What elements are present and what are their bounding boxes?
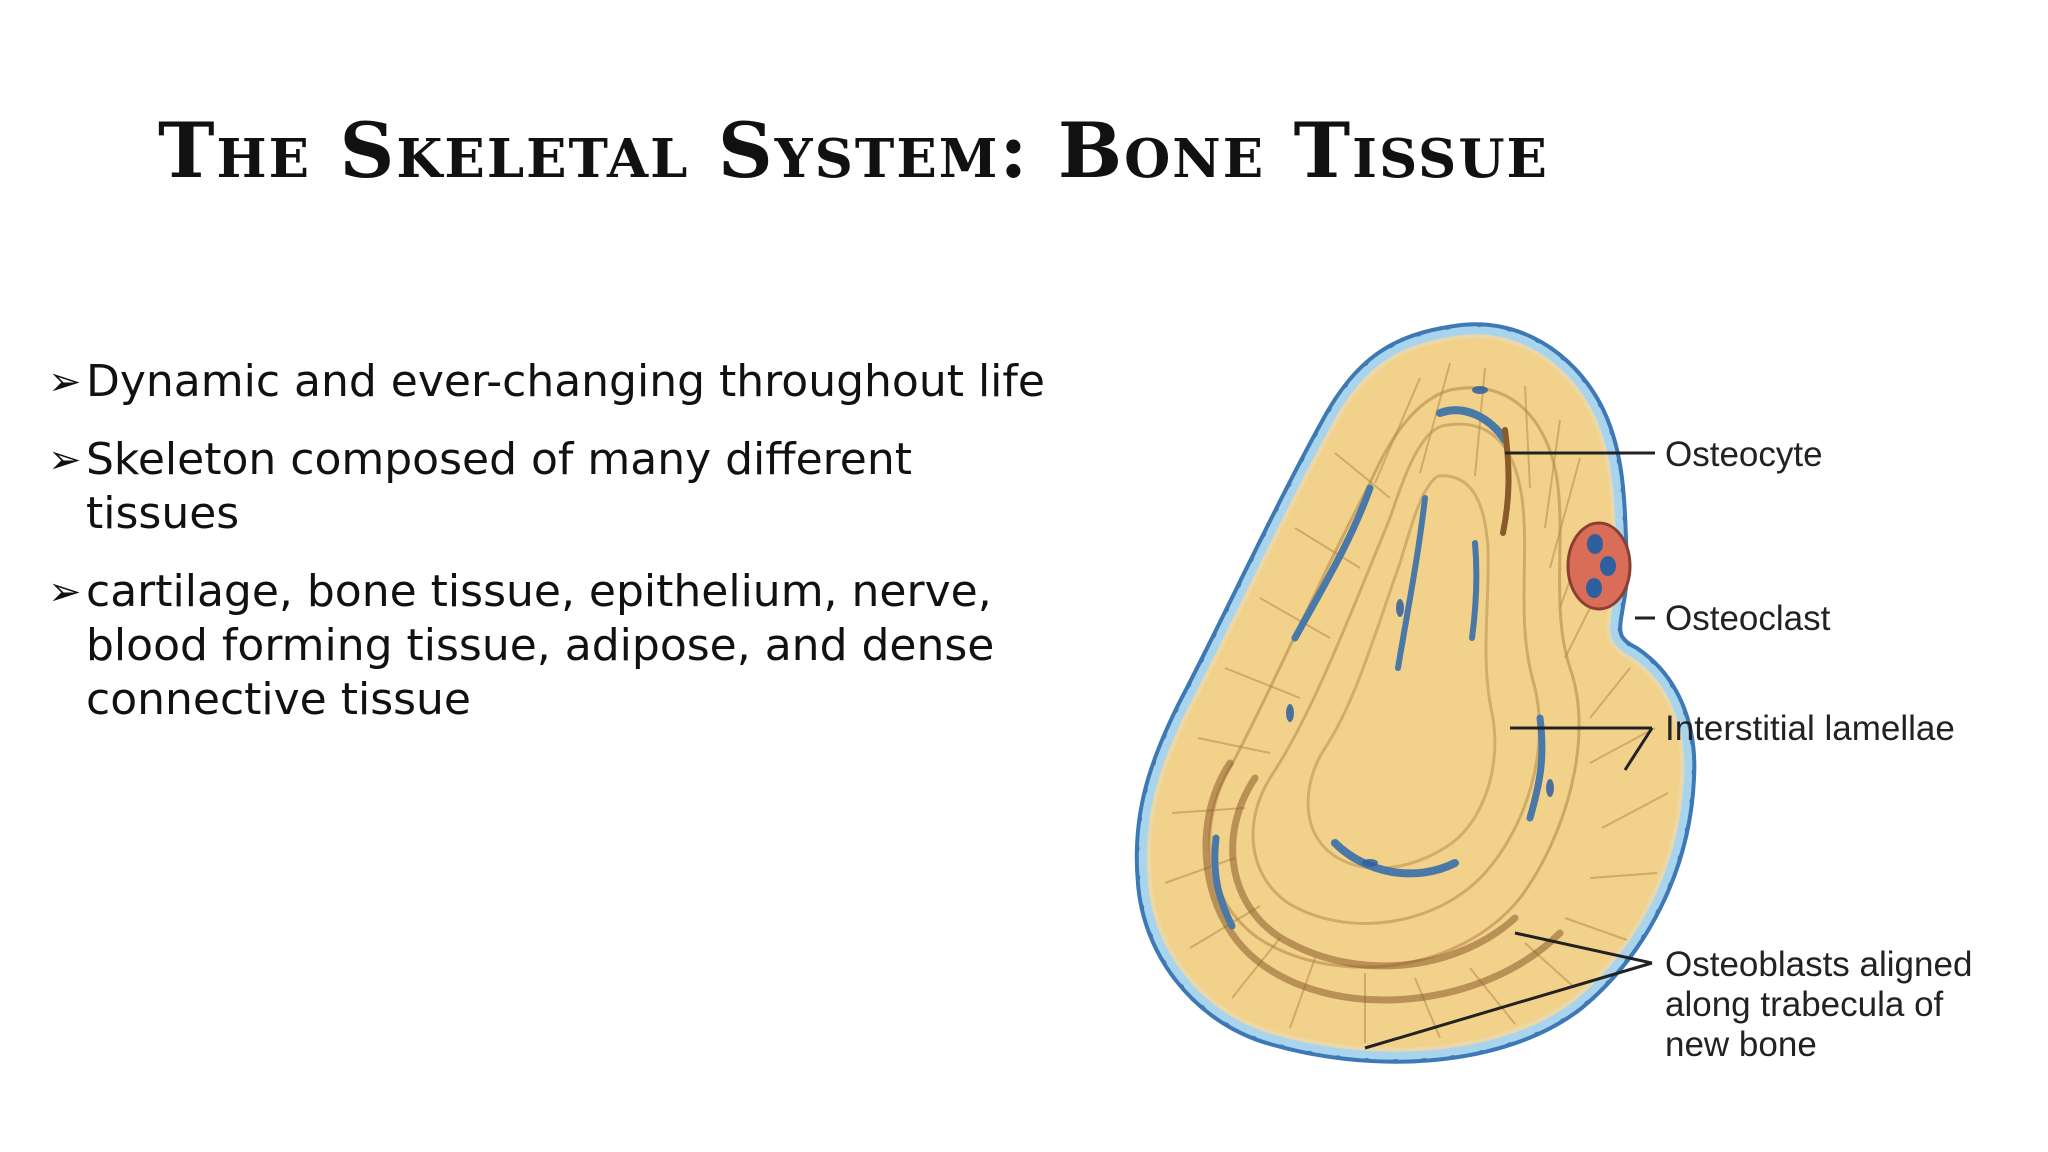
interstitial-lamellae-label: Interstitial lamellae	[1665, 709, 1955, 748]
osteocyte-label: Osteocyte	[1665, 435, 1823, 474]
osteoblasts-label-line-3: new bone	[1665, 1025, 1817, 1064]
right-arrowhead-icon: ➢	[48, 437, 82, 483]
right-arrowhead-icon: ➢	[48, 569, 82, 615]
list-item: ➢ Skeleton composed of many different ti…	[48, 433, 1078, 541]
bullet-list: ➢ Dynamic and ever-changing throughout l…	[48, 355, 1078, 725]
list-item: ➢ Dynamic and ever-changing throughout l…	[48, 355, 1078, 409]
osteoblasts-label-line-1: Osteoblasts aligned	[1665, 945, 1972, 984]
list-item: ➢ cartilage, bone tissue, epithelium, ne…	[48, 565, 1078, 727]
diagram-leader-lines	[1364, 451, 1655, 1050]
osteoblasts-label-line-2: along trabecula of	[1665, 985, 1944, 1024]
bullet-text: cartilage, bone tissue, epithelium, nerv…	[86, 566, 995, 725]
bone-tissue	[1146, 334, 1685, 1052]
bone-trabecula-diagram: Osteocyte Osteoclast Interstitial lamell…	[1120, 308, 2020, 1088]
bone-texture	[1164, 362, 1669, 1043]
page-title: The Skeletal System: Bone Tissue	[158, 106, 1549, 195]
diagram-svg: Osteocyte Osteoclast Interstitial lamell…	[1134, 322, 1972, 1064]
osteoclast-label: Osteoclast	[1665, 599, 1831, 638]
right-arrowhead-icon: ➢	[48, 359, 82, 405]
bullet-text: Dynamic and ever-changing throughout lif…	[86, 356, 1045, 407]
bullet-text: Skeleton composed of many different tiss…	[86, 434, 912, 539]
osteoclast-cell	[1566, 521, 1632, 611]
